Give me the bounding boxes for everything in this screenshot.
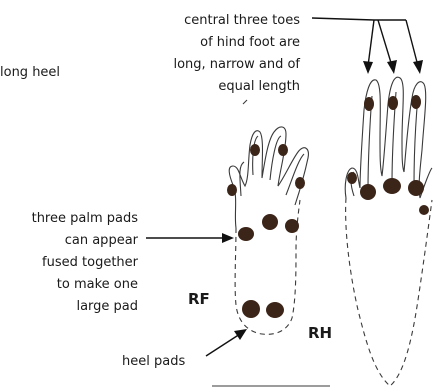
toes-arrow-2 xyxy=(378,20,392,66)
toes-label-line-2: of hind foot are xyxy=(200,35,300,50)
rf-heel-pad-1 xyxy=(242,300,260,318)
palm-label-line-4: to make one xyxy=(57,277,138,292)
toes-arrow-2-head xyxy=(387,60,397,74)
rh-toe-pad-2 xyxy=(364,97,374,111)
stray-mark xyxy=(243,100,247,104)
rf-palm-pad-1 xyxy=(238,227,254,241)
heel-pads-label: heel pads xyxy=(122,354,185,369)
rh-label: RH xyxy=(308,324,332,342)
palm-label-line-5: large pad xyxy=(76,299,138,314)
toes-label-line-4: equal length xyxy=(218,79,300,94)
toes-arrow-1 xyxy=(368,20,374,66)
toes-arrows xyxy=(312,18,423,74)
toes-arrow-1-head xyxy=(363,61,373,74)
long-heel-label: long heel xyxy=(0,65,60,80)
palm-arrow-head xyxy=(222,233,234,243)
rf-toe-outline xyxy=(229,127,308,228)
rf-heel-pad-2 xyxy=(266,302,284,318)
right-front-foot xyxy=(227,127,308,334)
rf-toe-pad-2 xyxy=(250,144,260,156)
rh-toe-pad-3 xyxy=(388,96,398,110)
toes-arrow-3 xyxy=(406,20,418,66)
rh-palm-pad-1 xyxy=(360,184,376,200)
rh-body-outline xyxy=(346,198,432,386)
rf-toe-pad-3 xyxy=(278,144,288,156)
right-hind-foot xyxy=(345,77,432,386)
rh-toe-pad-4 xyxy=(411,95,421,109)
rh-palm-pad-3 xyxy=(408,180,424,196)
heel-arrow-line xyxy=(206,334,240,356)
rh-palm-pad-4 xyxy=(419,205,429,215)
rh-toe-pad-1 xyxy=(347,172,357,184)
palm-arrow xyxy=(146,233,234,243)
toes-arrow-3-head xyxy=(413,60,423,74)
toes-arrow-stem xyxy=(312,18,406,20)
heel-arrow xyxy=(206,329,247,356)
palm-label-line-3: fused together xyxy=(42,255,139,270)
toes-label-line-3: long, narrow and of xyxy=(173,57,300,72)
rf-palm-pad-3 xyxy=(285,219,299,233)
toes-label-line-1: central three toes xyxy=(184,13,300,28)
rf-toe-pad-1 xyxy=(227,184,237,196)
rh-palm-pad-2 xyxy=(383,178,401,194)
rf-toe-pad-4 xyxy=(295,177,305,189)
heel-arrow-head xyxy=(234,329,247,340)
rf-label: RF xyxy=(188,290,210,308)
palm-label-line-2: can appear xyxy=(65,233,139,248)
rf-palm-pad-2 xyxy=(262,214,278,230)
palm-label-line-1: three palm pads xyxy=(32,211,139,226)
